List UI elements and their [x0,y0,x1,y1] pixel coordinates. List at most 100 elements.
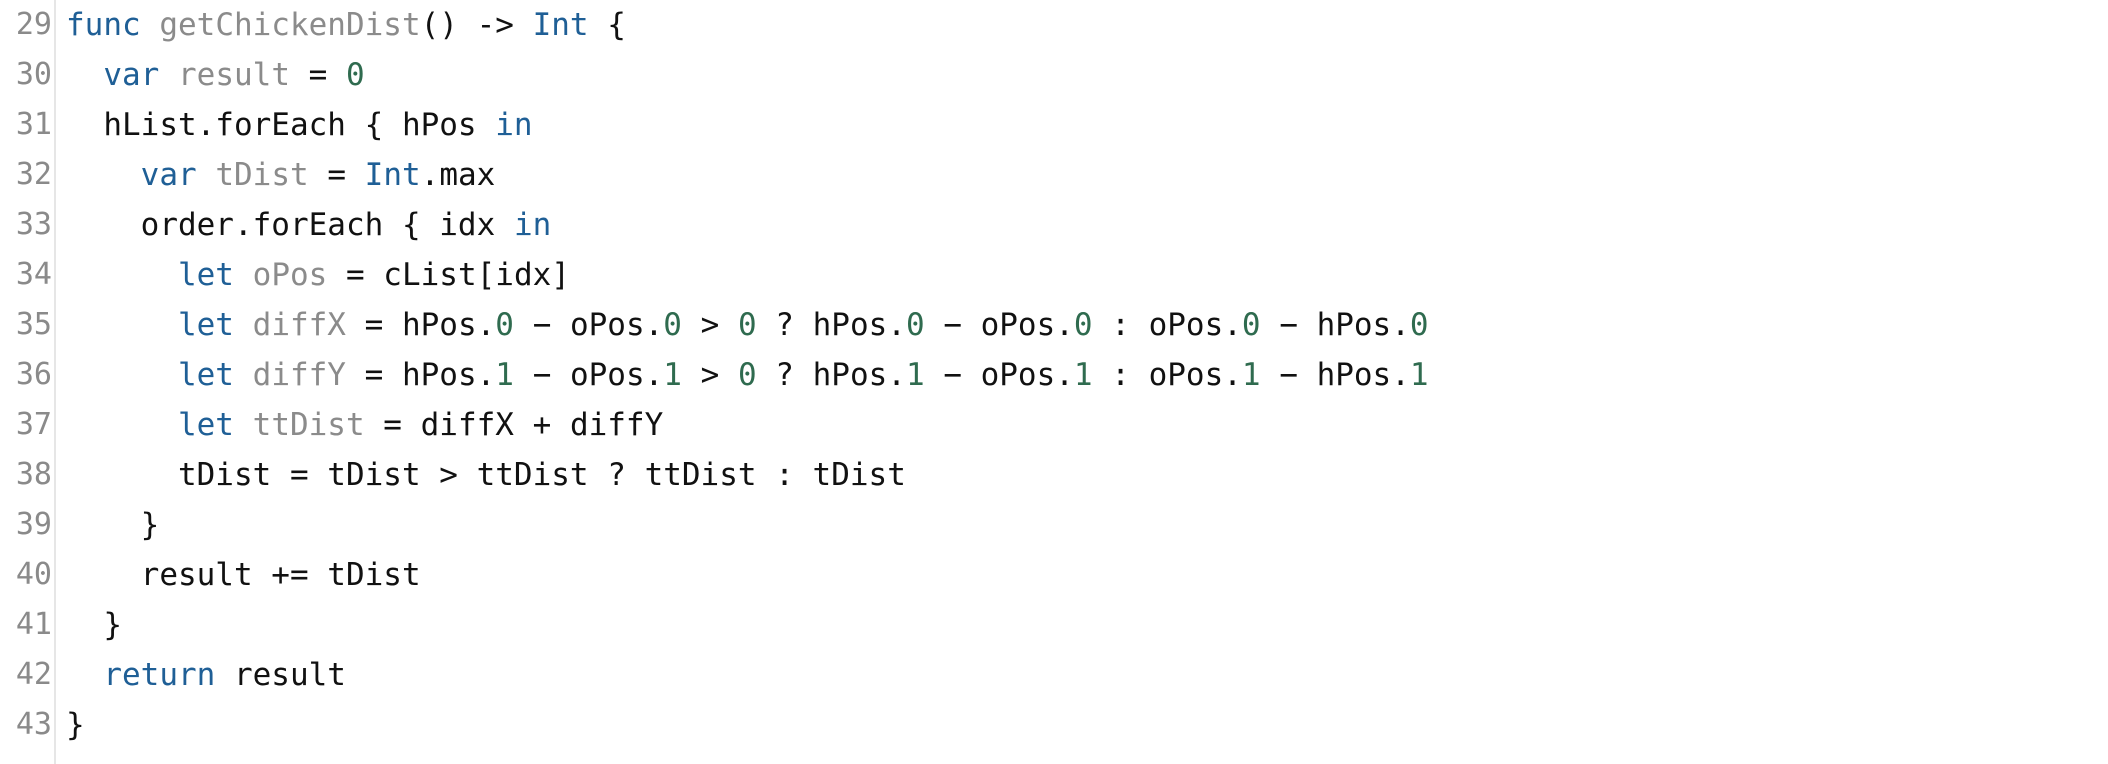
code-token-plain: result [215,657,346,693]
code-line[interactable]: 29 func getChickenDist() -> Int { [0,0,2108,50]
code-token-plain: − oPos. [513,357,664,393]
code-token-plain [66,57,103,93]
code-token-plain [66,357,178,393]
code-line[interactable]: 34 let oPos = cList[idx] [0,250,2108,300]
code-token-plain: result += tDist [66,557,421,593]
code-token-plain [66,407,178,443]
line-number: 42 [15,657,52,692]
code-token-keyword: let [177,257,234,293]
code-token-plain: = cList[idx] [327,257,570,293]
code-line[interactable]: 41 } [0,600,2108,650]
code-token-number: 0 [1073,307,1093,343]
code-token-number: 0 [495,307,514,343]
code-line[interactable]: 38 tDist = tDist > ttDist ? ttDist : tDi… [0,450,2108,500]
code-token-number: 1 [1073,357,1093,393]
code-token-ident: getChickenDist [159,7,421,43]
code-text: let diffY = hPos.1 − oPos.1 > 0 ? hPos.1… [66,350,1429,400]
line-number: 33 [15,207,52,242]
code-text: order.forEach { idx in [66,200,552,250]
code-line[interactable]: 40 result += tDist [0,550,2108,600]
code-token-keyword: func [66,7,141,43]
code-token-plain: : oPos. [1092,307,1242,343]
code-token-type: Int [364,157,421,193]
line-number: 30 [15,57,52,92]
code-token-plain: > [681,357,738,393]
code-token-number: 1 [1241,357,1261,393]
code-token-plain: } [66,607,122,643]
code-token-ident: result [178,57,290,93]
code-token-plain: order.forEach { idx [66,207,514,243]
code-token-plain: = [289,57,346,93]
code-token-number: 0 [1241,307,1261,343]
line-number: 29 [15,7,52,42]
code-token-number: 1 [495,357,514,393]
code-line[interactable]: 32 var tDist = Int.max [0,150,2108,200]
code-token-ident: diffX [252,307,346,343]
code-token-keyword: var [103,57,160,93]
code-token-number: 0 [1409,307,1429,343]
code-text: return result [66,650,346,700]
line-number: 31 [15,107,52,142]
line-number: 36 [15,357,52,392]
code-token-number: 1 [1409,357,1429,393]
code-token-keyword: let [177,357,234,393]
code-token-keyword: let [177,307,234,343]
code-token-number: 1 [663,357,682,393]
code-token-number: 1 [905,357,925,393]
code-token-plain: hList.forEach { hPos [66,107,496,143]
code-token-plain: > [681,307,738,343]
code-token-number: 0 [737,307,757,343]
code-token-plain: = hPos. [345,357,496,393]
code-line[interactable]: 39 } [0,500,2108,550]
code-token-plain: − oPos. [513,307,664,343]
code-line[interactable]: 42 return result [0,650,2108,700]
code-token-ident: ttDist [252,407,365,443]
code-token-keyword: let [177,407,234,443]
code-token-plain: = hPos. [345,307,496,343]
line-number: 35 [15,307,52,342]
code-line[interactable]: 43} [0,700,2108,750]
code-line[interactable]: 36 let diffY = hPos.1 − oPos.1 > 0 ? hPo… [0,350,2108,400]
code-token-keyword: var [140,157,197,193]
code-token-plain [66,307,178,343]
code-token-plain: − oPos. [924,307,1074,343]
code-line[interactable]: 31 hList.forEach { hPos in [0,100,2108,150]
code-token-plain: .max [420,157,496,193]
code-token-plain [66,157,141,193]
code-line[interactable]: 35 let diffX = hPos.0 − oPos.0 > 0 ? hPo… [0,300,2108,350]
code-line[interactable]: 33 order.forEach { idx in [0,200,2108,250]
code-token-keyword: in [513,207,552,243]
line-number-gutter [0,0,56,764]
code-text: var tDist = Int.max [66,150,496,200]
code-token-number: 0 [905,307,925,343]
code-token-plain: : oPos. [1092,357,1242,393]
code-token-keyword: return [103,657,216,693]
code-token-plain [234,357,253,393]
code-token-plain: = [308,157,365,193]
code-token-plain: − hPos. [1260,307,1410,343]
code-text: func getChickenDist() -> Int { [66,0,626,50]
code-token-plain: () -> [420,7,533,43]
code-token-plain: } [66,707,85,743]
line-number: 38 [15,457,52,492]
code-token-plain: − hPos. [1260,357,1410,393]
line-number: 40 [15,557,52,592]
code-text: let oPos = cList[idx] [66,250,570,300]
line-number: 39 [15,507,52,542]
code-token-plain: − oPos. [924,357,1074,393]
code-token-plain: tDist = tDist > ttDist ? ttDist : tDist [66,457,906,493]
code-line[interactable]: 30 var result = 0 [0,50,2108,100]
code-text: let diffX = hPos.0 − oPos.0 > 0 ? hPos.0… [66,300,1429,350]
code-token-ident: oPos [252,257,328,293]
code-line[interactable]: 37 let ttDist = diffX + diffY [0,400,2108,450]
code-token-plain [234,307,253,343]
code-token-plain [197,157,216,193]
code-token-type: Int [532,7,589,43]
code-token-plain: { [588,7,626,43]
code-text: let ttDist = diffX + diffY [66,400,663,450]
code-text: var result = 0 [66,50,364,100]
code-token-ident: tDist [215,157,309,193]
code-token-plain [234,407,253,443]
code-token-keyword: in [495,107,533,143]
